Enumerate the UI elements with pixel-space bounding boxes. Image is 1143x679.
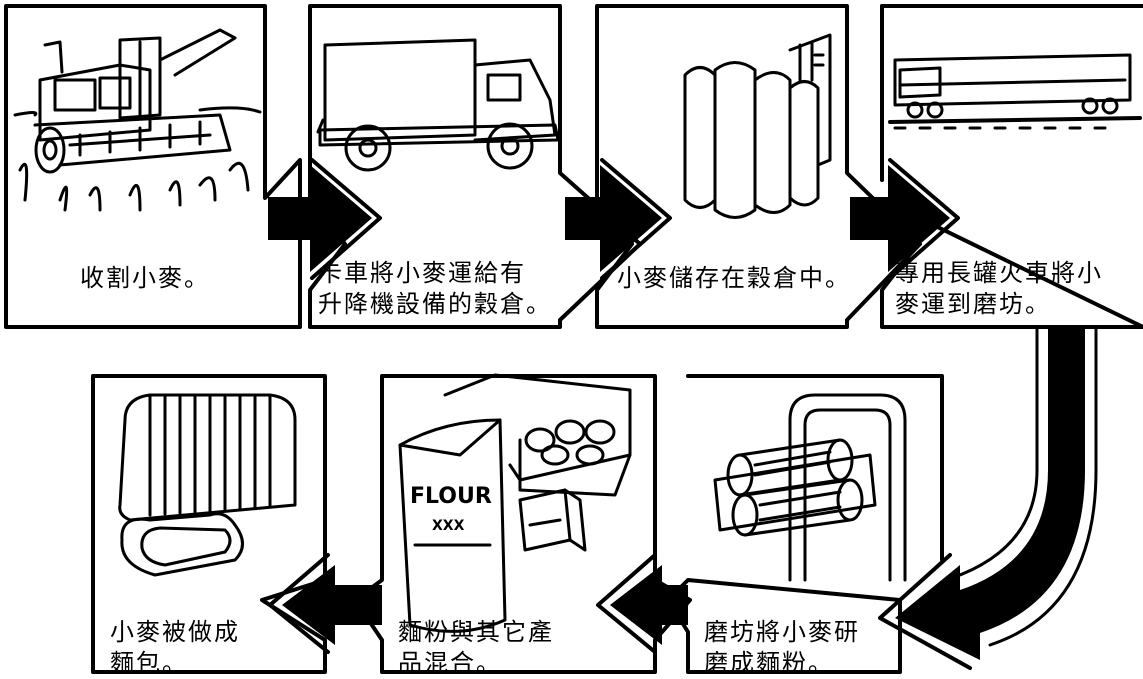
truck-icon xyxy=(316,38,560,172)
step-7-caption: 小麥被做成 麵包。 xyxy=(110,618,240,677)
arrow-step3-to-step4 xyxy=(850,158,960,280)
roller-mill-icon xyxy=(713,393,907,582)
step-4-caption: 專用長罐火車將小 麥運到磨坊。 xyxy=(895,259,1103,318)
flour-and-eggs-icon xyxy=(398,373,632,633)
arrow-step1-to-step2 xyxy=(268,158,382,280)
step-6-caption: 麵粉與其它產 品混合。 xyxy=(398,618,554,677)
step-1-panel xyxy=(4,4,302,329)
step-1-caption: 收割小麥。 xyxy=(80,264,210,292)
step-3-caption: 小麥儲存在穀倉中。 xyxy=(617,264,851,292)
curved-arrow-step4-to-step5 xyxy=(878,326,1098,670)
step-7-panel xyxy=(91,374,327,674)
flour-bag-grade: XXX xyxy=(432,518,465,534)
arrow-step2-to-step3 xyxy=(565,158,672,280)
arrow-step6-to-step7 xyxy=(268,553,382,654)
step-2-caption: 卡車將小麥運給有 升降機設備的穀倉。 xyxy=(318,259,552,318)
arrow-step5-to-step6 xyxy=(596,553,688,654)
combine-harvester-icon xyxy=(13,28,262,212)
bread-loaf-icon xyxy=(118,393,297,577)
hopper-railcar-icon xyxy=(888,53,1142,130)
step-5-panel xyxy=(666,374,944,674)
flour-bag-label: FLOUR xyxy=(410,484,492,509)
step-5-caption: 磨坊將小麥研 磨成麵粉。 xyxy=(704,618,860,677)
grain-silo-icon xyxy=(683,33,832,219)
